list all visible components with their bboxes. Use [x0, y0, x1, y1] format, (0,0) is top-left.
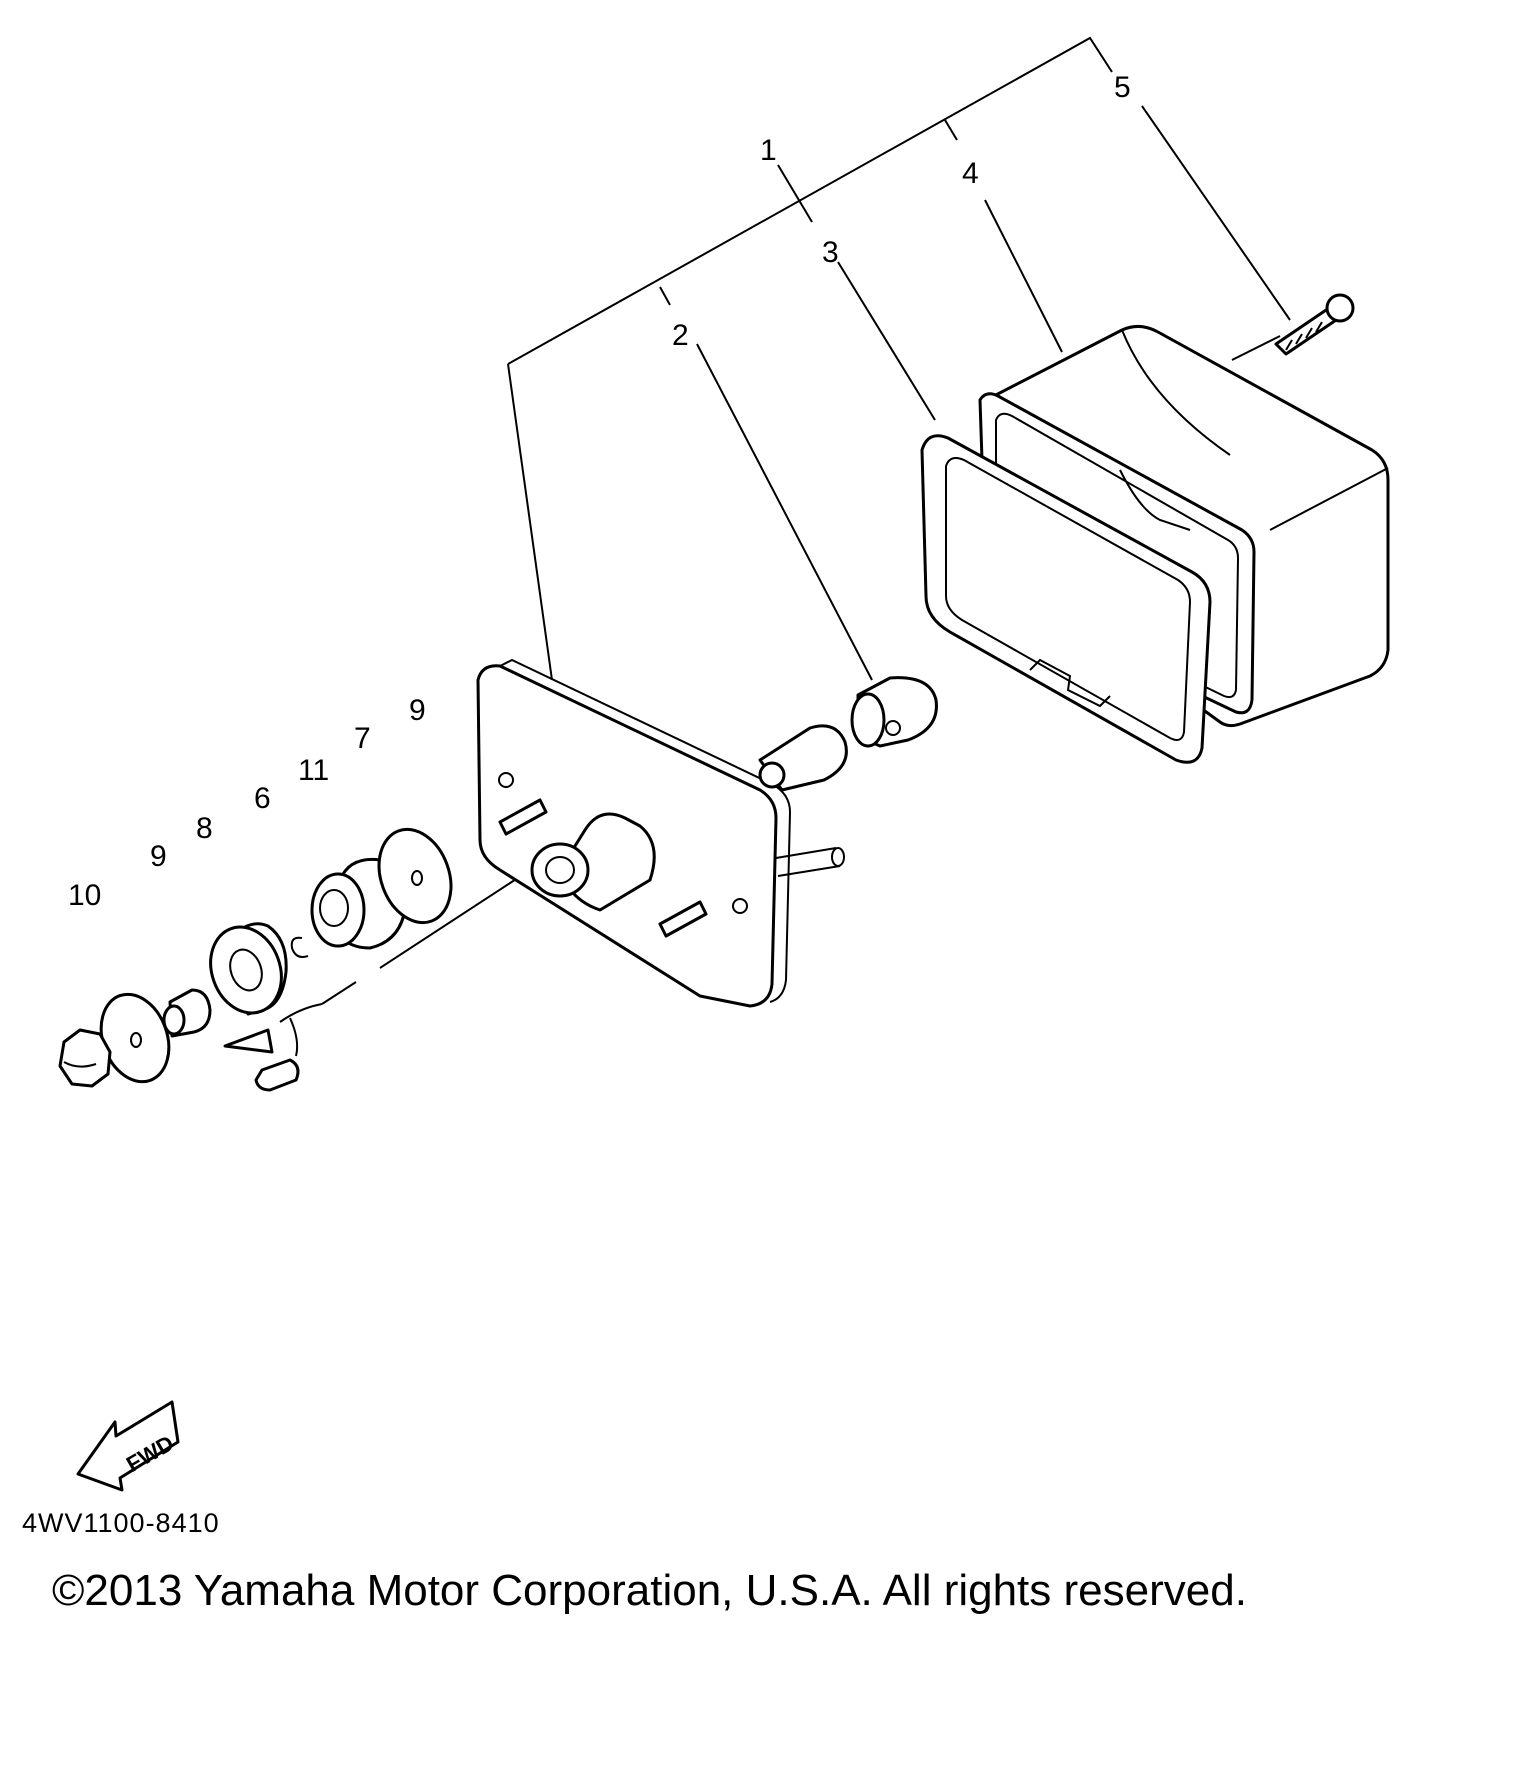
clip: [290, 936, 309, 958]
diagram-code: 4WV1100-8410: [22, 1508, 220, 1538]
callout-3: 3: [822, 236, 839, 269]
fwd-arrow-icon: FWD: [76, 1400, 180, 1492]
callout-7: 7: [354, 722, 371, 755]
callout-11: 11: [298, 754, 329, 787]
base-plate: [476, 658, 848, 1008]
callout-5: 5: [1114, 71, 1131, 104]
washer-upper: [377, 827, 453, 925]
callout-10: 10: [68, 879, 101, 912]
screw: [1274, 293, 1355, 356]
callout-4: 4: [962, 157, 979, 190]
bulb: [850, 676, 938, 748]
wire-harness: [223, 1003, 323, 1092]
collar: [162, 988, 212, 1038]
callout-8: 8: [196, 812, 213, 845]
leader-lines: [321, 36, 1291, 1005]
callout-2: 2: [672, 319, 689, 352]
callout-6: 6: [254, 782, 271, 815]
callout-9a: 9: [409, 694, 426, 727]
callout-1: 1: [760, 134, 777, 167]
callouts: 1 2 3 4 5 6 7 8 9 9 10 11: [68, 71, 1131, 912]
callout-9b: 9: [150, 840, 167, 873]
gasket: [920, 434, 1212, 764]
rubber-ring: [209, 922, 288, 1016]
copyright-notice: ©2013 Yamaha Motor Corporation, U.S.A. A…: [52, 1566, 1247, 1615]
nut: [58, 1028, 112, 1088]
